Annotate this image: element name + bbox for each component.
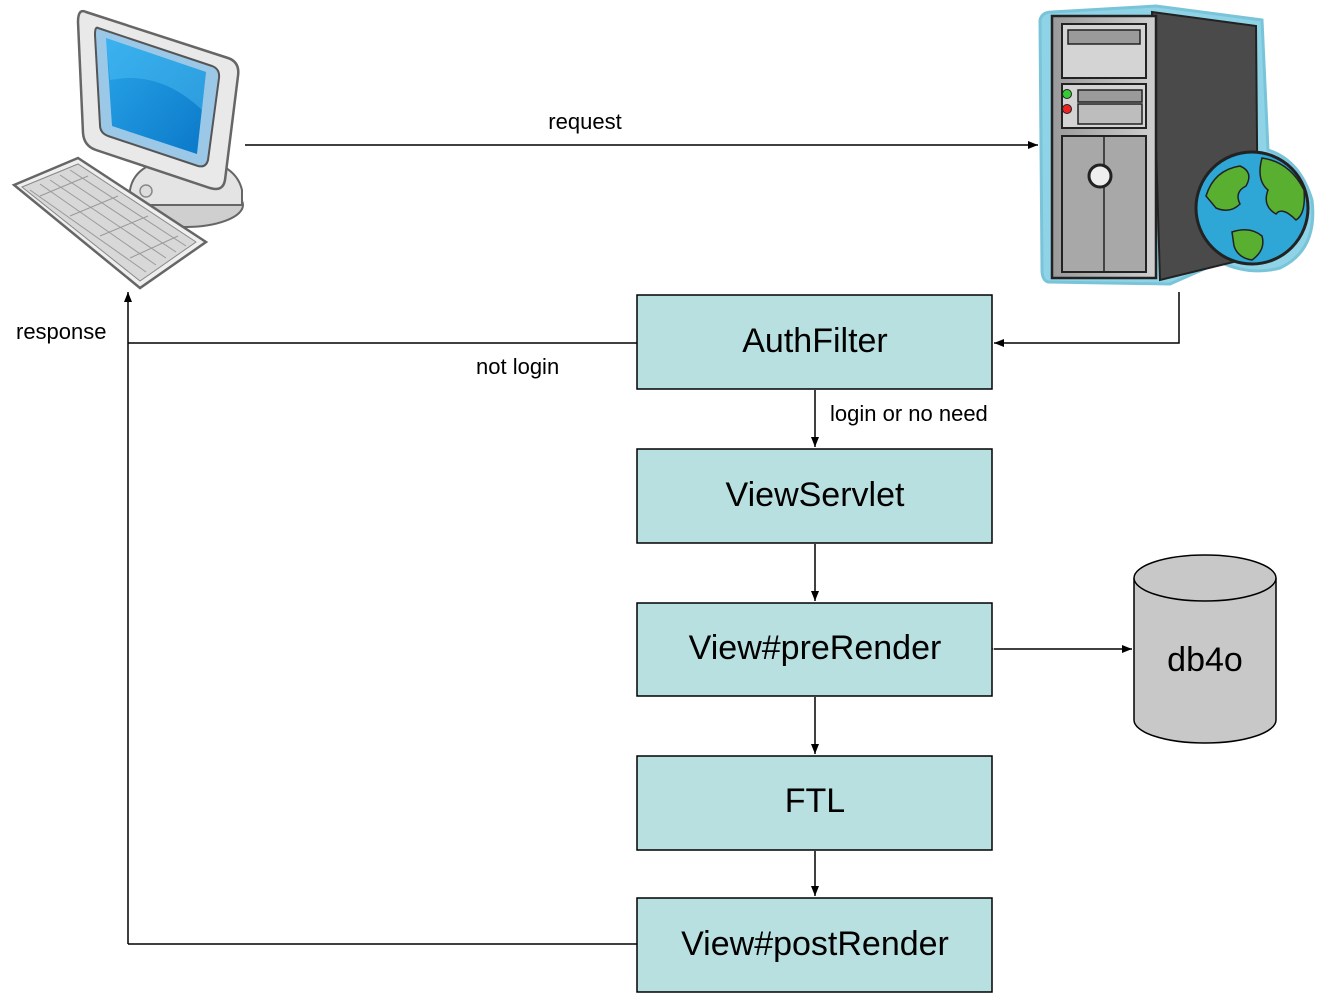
authfilter-label: AuthFilter (742, 322, 888, 360)
desktop-computer-icon (11, 9, 244, 290)
response-label: response (16, 319, 107, 344)
request-label: request (548, 109, 621, 134)
prerender-node: View#preRender (636, 602, 993, 697)
viewservlet-label: ViewServlet (726, 476, 905, 514)
postrender-label: View#postRender (681, 925, 949, 963)
postrender-node: View#postRender (636, 897, 993, 993)
ftl-label: FTL (785, 782, 845, 820)
ftl-node: FTL (636, 755, 993, 851)
authfilter-node: AuthFilter (636, 294, 993, 390)
web-server-icon (1038, 4, 1315, 286)
prerender-label: View#preRender (689, 629, 942, 667)
database-cylinder: db4o (1133, 554, 1277, 744)
login-or-no-need-label: login or no need (830, 401, 988, 426)
not-login-label: not login (476, 354, 559, 379)
database-label: db4o (1167, 641, 1243, 679)
server-to-authfilter-arrow (994, 292, 1180, 347)
viewservlet-node: ViewServlet (636, 448, 993, 544)
